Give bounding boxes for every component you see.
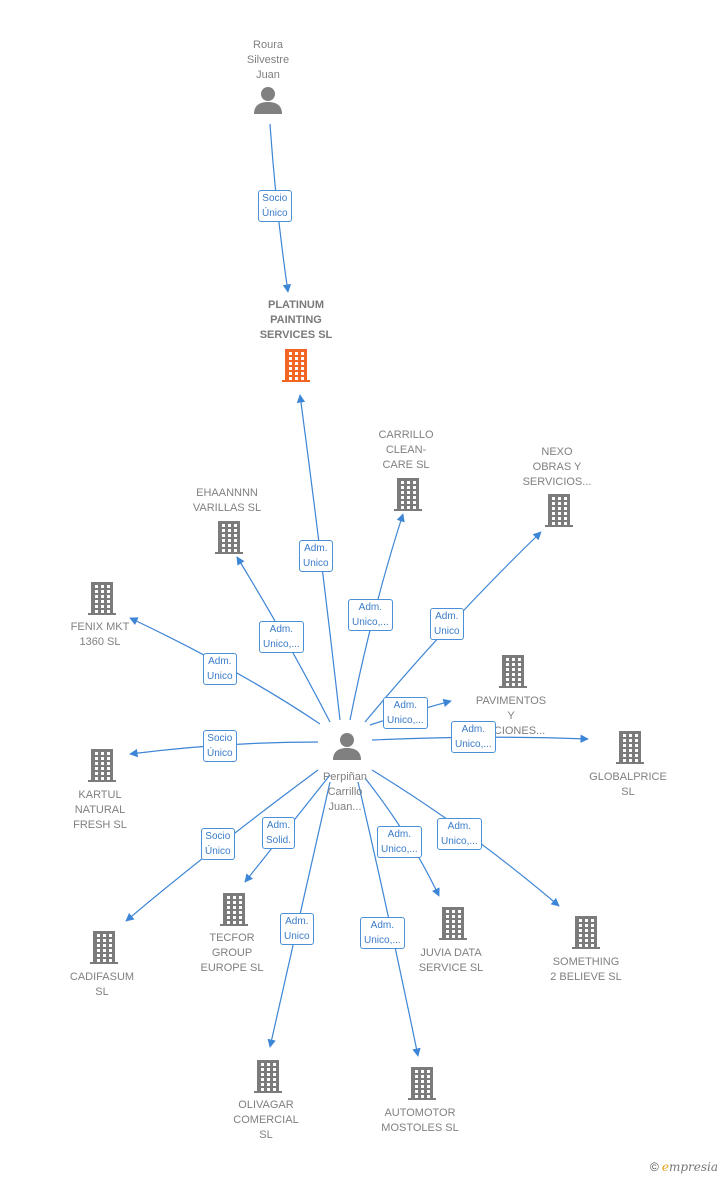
edge-label-platinum[interactable]: Adm. Unico bbox=[299, 540, 333, 572]
edge-label-nexo[interactable]: Adm. Unico bbox=[430, 608, 464, 640]
node-perpinan[interactable]: Perpiñan Carrillo Juan... bbox=[285, 770, 405, 815]
edge-label-something[interactable]: Adm. Unico,... bbox=[437, 818, 482, 850]
node-something-icon-wrap[interactable] bbox=[526, 914, 646, 950]
building-icon bbox=[254, 1060, 282, 1093]
node-ehaannnn[interactable]: EHAANNNN VARILLAS SL bbox=[167, 486, 287, 516]
node-label: AUTOMOTOR MOSTOLES SL bbox=[381, 1107, 459, 1134]
building-icon bbox=[439, 907, 467, 940]
edge-label-platinum[interactable]: Socio Único bbox=[258, 190, 292, 222]
building-icon bbox=[545, 494, 573, 527]
node-label: SOMETHING 2 BELIEVE SL bbox=[550, 956, 622, 983]
building-icon bbox=[499, 655, 527, 688]
node-roura[interactable]: Roura Silvestre Juan bbox=[208, 38, 328, 83]
node-label: NEXO OBRAS Y SERVICIOS... bbox=[522, 446, 592, 488]
node-fenix-icon-wrap[interactable] bbox=[42, 580, 162, 616]
node-tecfor-icon-wrap[interactable] bbox=[174, 891, 294, 927]
node-olivagar-icon-wrap[interactable] bbox=[208, 1058, 328, 1094]
building-icon bbox=[88, 749, 116, 782]
edge-label-automotor[interactable]: Adm. Unico,... bbox=[360, 917, 405, 949]
edge-label-ehaannnn[interactable]: Adm. Unico,... bbox=[259, 621, 304, 653]
node-label: OLIVAGAR COMERCIAL SL bbox=[233, 1099, 299, 1141]
edge-label-globalprice[interactable]: Adm. Unico,... bbox=[451, 721, 496, 753]
node-pavimentos-icon-wrap[interactable] bbox=[453, 653, 573, 689]
node-label: Roura Silvestre Juan bbox=[246, 39, 290, 81]
node-label: FENIX MKT 1360 SL bbox=[70, 621, 130, 648]
node-label: CARRILLO CLEAN- CARE SL bbox=[378, 429, 434, 471]
copyright-symbol: © bbox=[650, 1160, 659, 1174]
node-carrillo-icon-wrap[interactable] bbox=[348, 476, 468, 512]
person-icon bbox=[333, 733, 361, 760]
node-platinum[interactable]: PLATINUM PAINTING SERVICES SL bbox=[236, 298, 356, 343]
building-icon bbox=[88, 582, 116, 615]
empresia-logo: ©empresia bbox=[650, 1160, 718, 1174]
node-olivagar[interactable]: OLIVAGAR COMERCIAL SL bbox=[206, 1098, 326, 1143]
building-icon bbox=[215, 521, 243, 554]
node-cadifasum-icon-wrap[interactable] bbox=[44, 929, 164, 965]
edge-label-juvia[interactable]: Adm. Unico,... bbox=[377, 826, 422, 858]
building-icon bbox=[220, 893, 248, 926]
building-icon bbox=[616, 731, 644, 764]
edge-label-tecfor[interactable]: Adm. Solid. bbox=[262, 817, 296, 849]
node-label: EHAANNNN VARILLAS SL bbox=[192, 487, 262, 514]
node-perpinan-icon-wrap[interactable] bbox=[287, 731, 407, 761]
node-kartul-icon-wrap[interactable] bbox=[42, 747, 162, 783]
node-carrillo[interactable]: CARRILLO CLEAN- CARE SL bbox=[346, 428, 466, 473]
node-label: JUVIA DATA SERVICE SL bbox=[418, 947, 484, 974]
node-juvia[interactable]: JUVIA DATA SERVICE SL bbox=[391, 946, 511, 976]
node-label: KARTUL NATURAL FRESH SL bbox=[73, 789, 127, 831]
node-label: PLATINUM PAINTING SERVICES SL bbox=[259, 299, 333, 341]
building-icon bbox=[394, 478, 422, 511]
node-kartul[interactable]: KARTUL NATURAL FRESH SL bbox=[40, 788, 160, 833]
building-icon bbox=[408, 1067, 436, 1100]
node-something[interactable]: SOMETHING 2 BELIEVE SL bbox=[526, 955, 646, 985]
brand-name: empresia bbox=[661, 1160, 719, 1174]
node-platinum-icon-wrap[interactable] bbox=[236, 347, 356, 383]
edge-label-kartul[interactable]: Socio Único bbox=[203, 730, 237, 762]
node-tecfor[interactable]: TECFOR GROUP EUROPE SL bbox=[172, 931, 292, 976]
edge-label-olivagar[interactable]: Adm. Unico bbox=[280, 913, 314, 945]
node-label: GLOBALPRICE SL bbox=[589, 771, 667, 798]
node-label: Perpiñan Carrillo Juan... bbox=[322, 771, 368, 813]
node-juvia-icon-wrap[interactable] bbox=[393, 905, 513, 941]
node-automotor[interactable]: AUTOMOTOR MOSTOLES SL bbox=[360, 1106, 480, 1136]
node-nexo[interactable]: NEXO OBRAS Y SERVICIOS... bbox=[497, 445, 617, 490]
node-label: CADIFASUM SL bbox=[69, 971, 135, 998]
person-icon bbox=[254, 87, 282, 114]
edge-label-pavimentos[interactable]: Adm. Unico,... bbox=[383, 697, 428, 729]
node-globalprice-icon-wrap[interactable] bbox=[570, 729, 690, 765]
edge-label-cadifasum[interactable]: Socio Único bbox=[201, 828, 235, 860]
node-automotor-icon-wrap[interactable] bbox=[362, 1065, 482, 1101]
node-nexo-icon-wrap[interactable] bbox=[499, 492, 619, 528]
building-icon bbox=[572, 916, 600, 949]
node-fenix[interactable]: FENIX MKT 1360 SL bbox=[40, 620, 160, 650]
node-roura-icon-wrap[interactable] bbox=[208, 85, 328, 115]
node-label: TECFOR GROUP EUROPE SL bbox=[200, 932, 264, 974]
node-cadifasum[interactable]: CADIFASUM SL bbox=[42, 970, 162, 1000]
building-icon bbox=[282, 349, 310, 382]
edge-label-fenix[interactable]: Adm. Unico bbox=[203, 653, 237, 685]
building-icon bbox=[90, 931, 118, 964]
node-ehaannnn-icon-wrap[interactable] bbox=[169, 519, 289, 555]
node-globalprice[interactable]: GLOBALPRICE SL bbox=[568, 770, 688, 800]
edge-label-carrillo[interactable]: Adm. Unico,... bbox=[348, 599, 393, 631]
